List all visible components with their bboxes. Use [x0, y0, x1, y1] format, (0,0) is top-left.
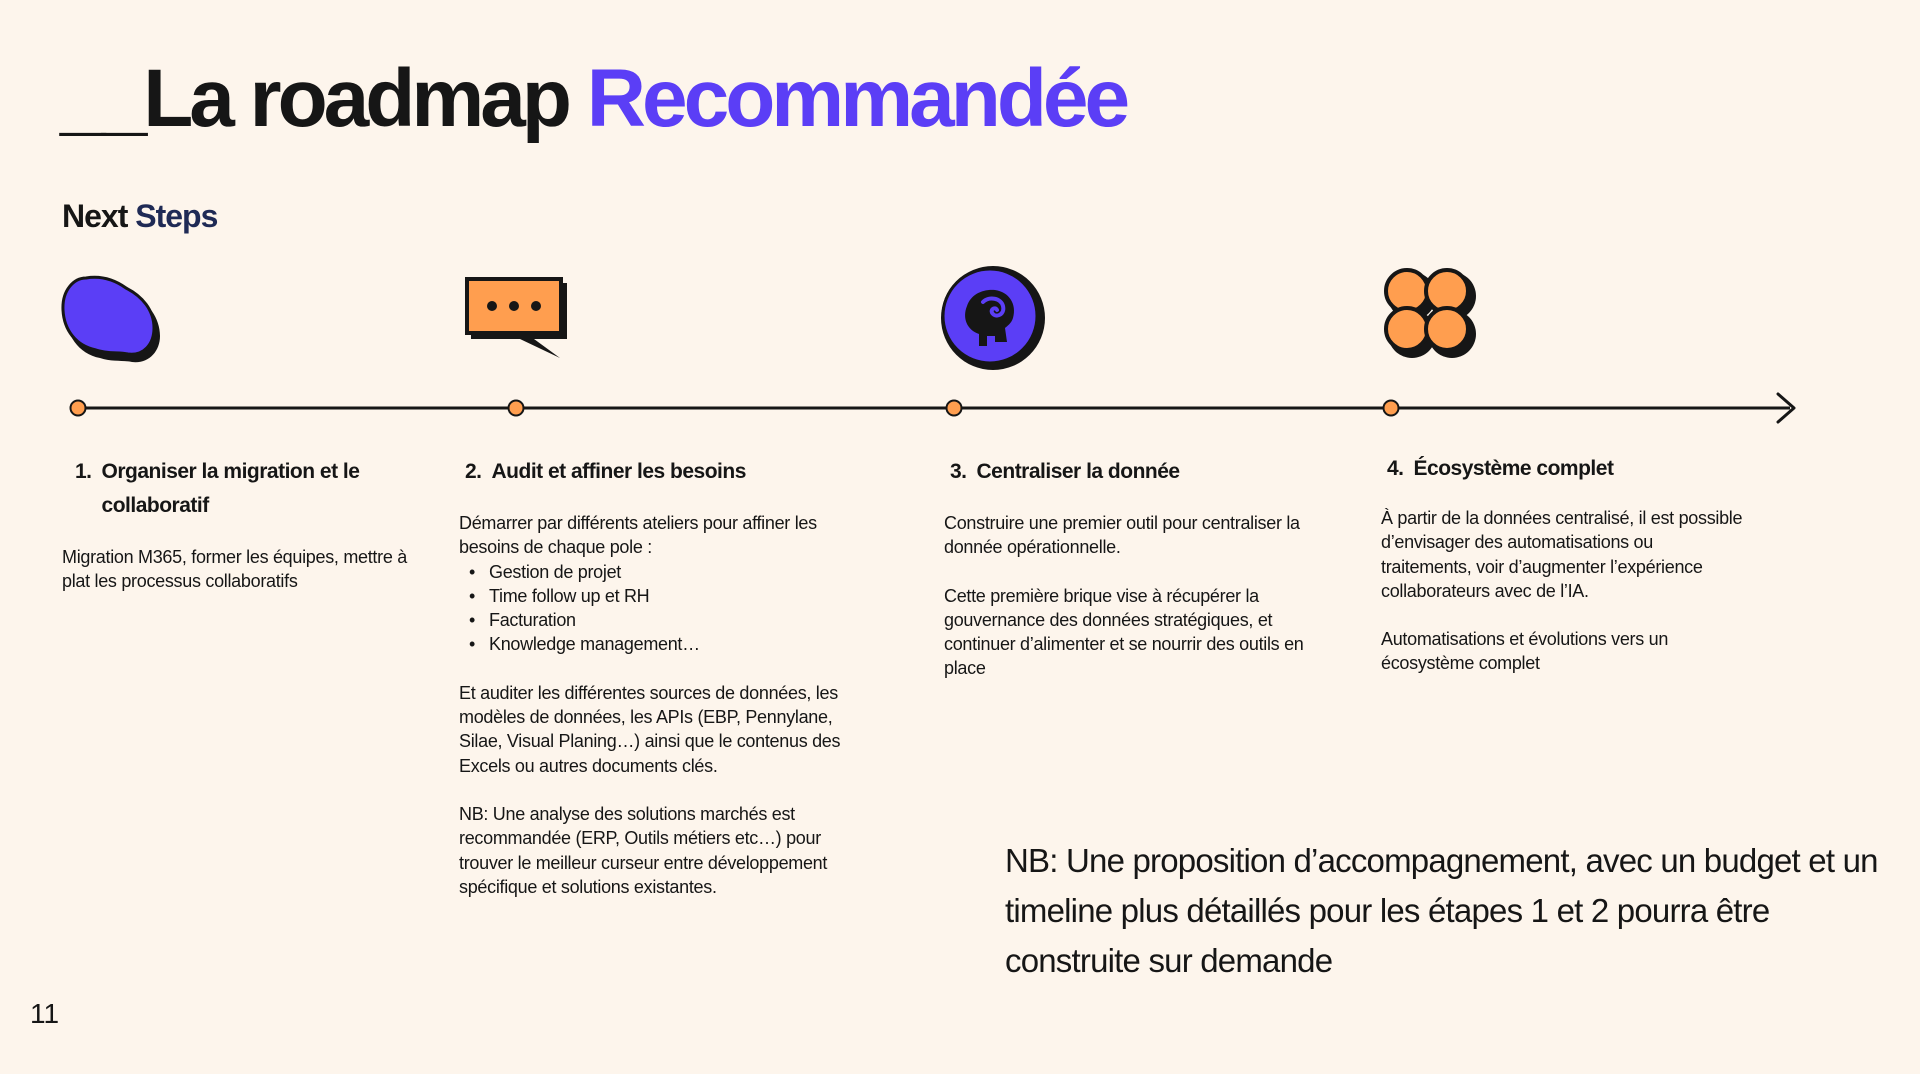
- step-2: 2. Audit et affiner les besoins Démarrer…: [459, 455, 865, 899]
- title-accent: Recommandée: [586, 53, 1130, 144]
- step-4-number: 4.: [1387, 457, 1404, 480]
- step-4-title: Écosystème complet: [1413, 457, 1614, 480]
- step-4-body: À partir de la données centralisé, il es…: [1381, 506, 1747, 676]
- timeline-dot-4: [1382, 399, 1400, 417]
- step-3: 3. Centraliser la donnée Construire une …: [944, 455, 1320, 681]
- step-2-bullet: Gestion de projet: [469, 560, 865, 585]
- title-prefix: __La roadmap: [60, 53, 572, 144]
- step-2-nb-text: NB: Une analyse des solutions marchés es…: [459, 803, 828, 897]
- step-4: 4. Écosystème complet À partir de la don…: [1381, 452, 1747, 676]
- step-1-body: Migration M365, former les équipes, mett…: [62, 545, 415, 594]
- step-1: 1. Organiser la migration et le collabor…: [62, 455, 415, 594]
- step-1-text: Migration M365, former les équipes, mett…: [62, 547, 407, 592]
- step-2-intro: Démarrer par différents ateliers pour af…: [459, 513, 817, 558]
- step-2-bullet: Knowledge management…: [469, 632, 865, 657]
- step-4-text: À partir de la données centralisé, il es…: [1381, 508, 1743, 601]
- slide-title: __La roadmap Recommandée: [60, 58, 1130, 140]
- head-brain-icon: [941, 266, 1045, 370]
- step-2-number: 2.: [465, 460, 482, 483]
- step-2-body: Démarrer par différents ateliers pour af…: [459, 511, 865, 899]
- step-4-text: Automatisations et évolutions vers un éc…: [1381, 629, 1669, 674]
- slide-subtitle: Next Steps: [62, 198, 218, 235]
- cloud-icon: [61, 275, 160, 363]
- step-3-heading: 3. Centraliser la donnée: [950, 455, 1320, 489]
- step-3-number: 3.: [950, 460, 967, 483]
- page-number: 11: [30, 998, 60, 1029]
- step-2-audit-text: Et auditer les différentes sources de do…: [459, 682, 841, 776]
- subtitle-prefix: Next: [62, 198, 128, 234]
- timeline-dot-2: [507, 399, 525, 417]
- speech-bubble-icon: [465, 277, 567, 358]
- step-2-title: Audit et affiner les besoins: [491, 460, 747, 483]
- flower-clover-icon: [1384, 268, 1476, 358]
- closing-note: NB: Une proposition d’accompagnement, av…: [1005, 842, 1878, 979]
- step-2-heading: 2. Audit et affiner les besoins: [465, 455, 865, 489]
- step-2-bullet: Facturation: [469, 608, 865, 633]
- step-4-heading: 4. Écosystème complet: [1387, 452, 1747, 486]
- step-1-number: 1.: [75, 460, 92, 483]
- step-2-bullet: Time follow up et RH: [469, 584, 865, 609]
- step-3-text: Construire une premier outil pour centra…: [944, 513, 1300, 558]
- timeline-arrow-icon: [1776, 392, 1796, 424]
- step-1-title: Organiser la migration et le collaborati…: [101, 460, 360, 517]
- subtitle-accent: Steps: [135, 198, 218, 234]
- step-3-title: Centraliser la donnée: [976, 460, 1181, 483]
- step-2-bullet-list: Gestion de projet Time follow up et RH F…: [459, 560, 865, 657]
- timeline-dot-1: [69, 399, 87, 417]
- step-3-text: Cette première brique vise à récupérer l…: [944, 585, 1304, 679]
- timeline-dot-3: [945, 399, 963, 417]
- step-3-body: Construire une premier outil pour centra…: [944, 511, 1320, 681]
- step-1-heading: 1. Organiser la migration et le collabor…: [75, 455, 415, 523]
